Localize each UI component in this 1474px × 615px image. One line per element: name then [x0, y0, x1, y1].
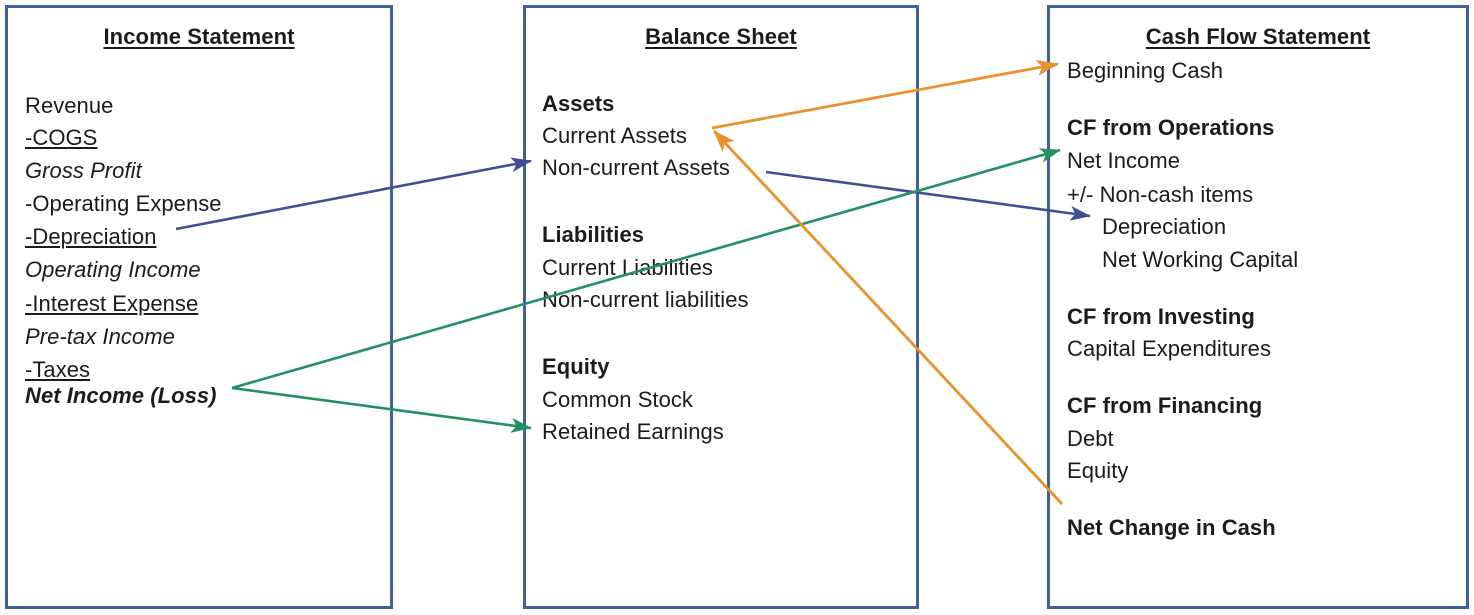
statement-line-item: Revenue	[25, 93, 114, 118]
statement-line-item: Net Income	[1067, 148, 1180, 173]
statement-line-item: Retained Earnings	[542, 419, 724, 444]
statement-line-item: Equity	[542, 354, 610, 379]
statement-line-item: -Interest Expense	[25, 291, 199, 316]
statement-line-item: Equity	[1067, 458, 1129, 483]
statement-line-item: CF from Financing	[1067, 393, 1263, 418]
statement-line-item: Gross Profit	[25, 158, 142, 183]
statement-line-item: CF from Operations	[1067, 115, 1275, 140]
income-statement-title: Income Statement	[103, 24, 295, 49]
statement-line-item: Non-current Assets	[542, 155, 730, 180]
statement-line-item: +/- Non-cash items	[1067, 182, 1254, 207]
statement-line-item: Debt	[1067, 426, 1114, 451]
statement-line-item: Depreciation	[1102, 214, 1227, 239]
statement-line-item: Non-current liabilities	[542, 287, 749, 312]
balance-sheet-title: Balance Sheet	[645, 24, 797, 49]
statement-line-item: Common Stock	[542, 387, 693, 412]
statement-line-item: Net Income (Loss)	[25, 383, 217, 408]
statement-line-item: -Operating Expense	[25, 191, 222, 216]
statement-line-item: Net Change in Cash	[1067, 515, 1276, 540]
statement-line-item: Pre-tax Income	[25, 324, 175, 349]
statement-line-item: Operating Income	[25, 257, 201, 282]
statement-line-item: -Taxes	[25, 357, 91, 382]
statement-line-item: -Depreciation	[25, 224, 157, 249]
statement-line-item: Net Working Capital	[1102, 247, 1299, 272]
statement-line-item: Liabilities	[542, 222, 645, 247]
statement-line-item: Current Liabilities	[542, 255, 713, 280]
statement-line-item: CF from Investing	[1067, 304, 1255, 329]
statement-line-item: Current Assets	[542, 123, 687, 148]
statement-line-item: -COGS	[25, 125, 98, 150]
cash-flow-statement-title: Cash Flow Statement	[1145, 24, 1371, 49]
statement-line-item: Capital Expenditures	[1067, 336, 1272, 361]
income-statement-box: Income Statement Revenue -COGS Gross Profi…	[5, 5, 393, 609]
statement-line-item: Assets	[542, 91, 615, 116]
cash-flow-statement-box: Cash Flow Statement Beginning Cash CF fro…	[1047, 5, 1469, 609]
statement-line-item: Beginning Cash	[1067, 58, 1224, 83]
